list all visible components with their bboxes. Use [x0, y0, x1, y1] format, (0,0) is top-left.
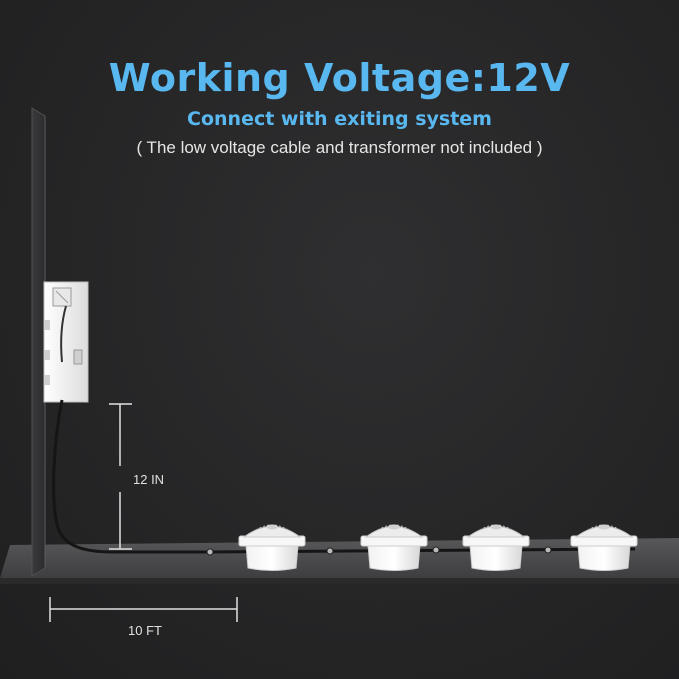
well-lights — [238, 524, 638, 571]
transformer-box — [43, 281, 89, 403]
well-light — [238, 524, 306, 571]
page-title: Working Voltage:12V — [108, 56, 571, 100]
ground-edge — [0, 578, 679, 584]
length-dimension — [49, 597, 238, 622]
disclaimer-note: ( The low voltage cable and transformer … — [136, 138, 543, 157]
length-label: 10 FT — [128, 623, 162, 638]
page-subtitle: Connect with exiting system — [187, 108, 492, 130]
height-label: 12 IN — [133, 472, 165, 487]
low-voltage-cable — [52, 399, 636, 554]
cable-connectors — [206, 546, 552, 556]
wall — [31, 107, 46, 577]
well-light — [570, 524, 638, 571]
height-dimension — [109, 403, 132, 550]
well-light — [360, 524, 428, 571]
well-light — [462, 524, 530, 571]
